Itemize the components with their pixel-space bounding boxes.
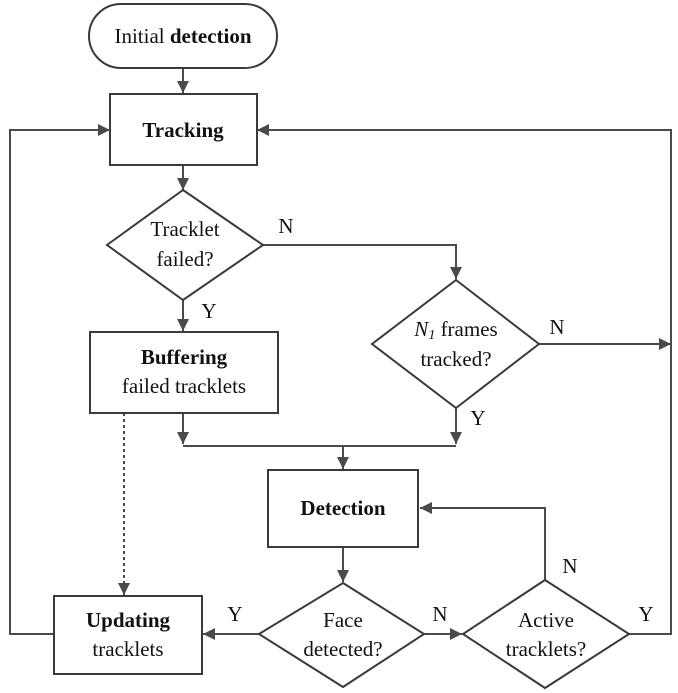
tracklet-failed-line1: Tracklet (150, 217, 219, 241)
edge-failed-no-to-n1 (263, 244, 462, 279)
svg-text:N1 frames: N1 frames (413, 317, 497, 343)
label-n1-no: N (549, 315, 564, 339)
face-detected-line1: Face (323, 608, 363, 632)
svg-text:Initial detection: Initial detection (114, 24, 251, 48)
active-tracklets-line2: tracklets? (506, 637, 586, 661)
label-n1-yes: Y (470, 406, 485, 430)
edge-active-no-to-detection (420, 502, 546, 580)
edge-active-yes-to-tracking (257, 124, 672, 635)
label-tracklet-failed-no: N (278, 214, 293, 238)
detection-label: Detection (300, 496, 385, 520)
face-detected-line2: detected? (303, 637, 382, 661)
label-active-yes: Y (638, 602, 653, 626)
node-initial-detection: Initial detection (88, 3, 278, 69)
label-active-no: N (562, 554, 577, 578)
node-tracklet-failed: Tracklet failed? (105, 188, 265, 302)
n1-line2: tracked? (420, 347, 491, 371)
node-updating: Updating tracklets (53, 595, 203, 675)
n1-line1-rest: frames (435, 317, 497, 341)
label-face-yes: Y (227, 602, 242, 626)
updating-line2: tracklets (92, 637, 163, 661)
edge-updating-to-tracking (9, 124, 110, 635)
updating-line1: Updating (86, 608, 171, 632)
node-detection: Detection (267, 469, 419, 548)
n1-var: N (413, 317, 429, 341)
node-buffering: Buffering failed tracklets (89, 331, 279, 414)
buffering-line1: Buffering (141, 345, 228, 369)
tracking-label: Tracking (142, 118, 224, 142)
label-tracklet-failed-yes: Y (201, 299, 216, 323)
node-tracking: Tracking (109, 93, 258, 166)
buffering-line2: failed tracklets (122, 374, 246, 398)
initial-detection-bold: detection (170, 24, 252, 48)
node-n1-frames-tracked: N1 frames tracked? (370, 278, 541, 410)
node-active-tracklets: Active tracklets? (461, 578, 631, 690)
tracklet-failed-line2: failed? (156, 247, 213, 271)
n1-subscript: 1 (428, 328, 435, 343)
node-face-detected: Face detected? (257, 581, 426, 689)
initial-detection-plain: Initial (114, 24, 169, 48)
label-face-no: N (432, 602, 447, 626)
active-tracklets-line1: Active (518, 608, 574, 632)
